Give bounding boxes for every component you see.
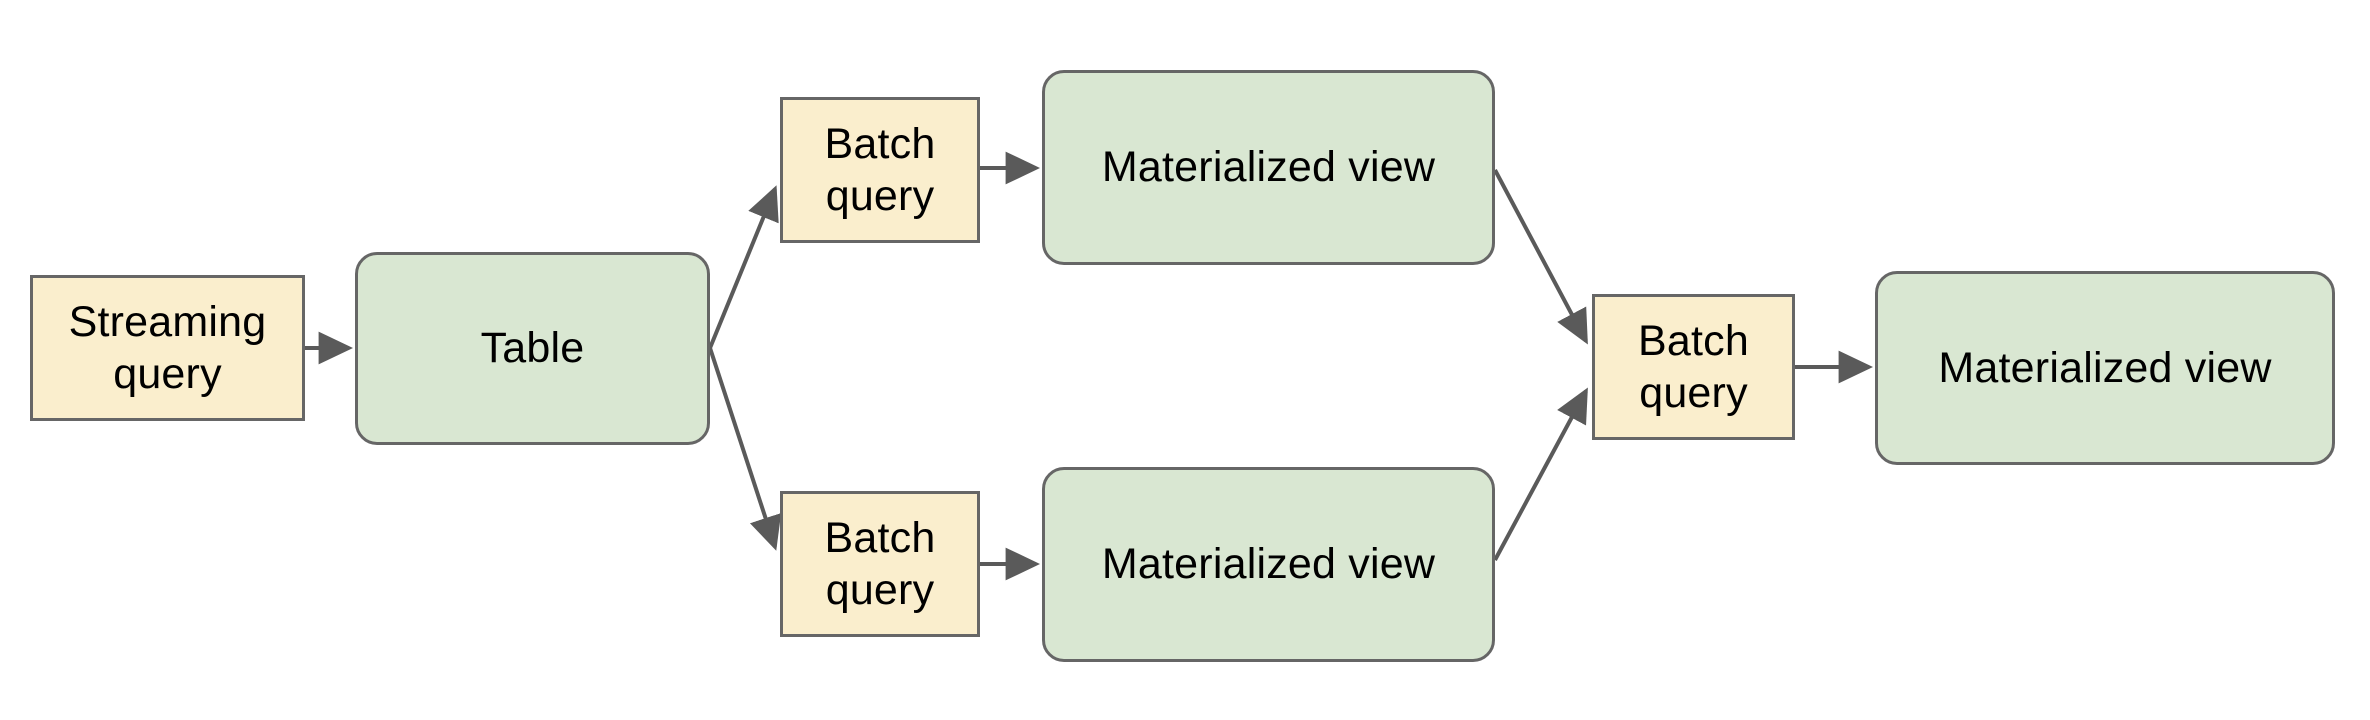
node-batch-query-bottom[interactable]: Batch query <box>780 491 980 637</box>
node-batch-query-bottom-label: Batch query <box>824 513 936 614</box>
node-materialized-view-final-label: Materialized view <box>1938 343 2272 392</box>
edge-mv-bottom-to-batch-join <box>1493 387 1588 561</box>
edge-mv-top-to-batch-join <box>1493 169 1588 345</box>
edge-table-to-batch-bottom <box>708 347 782 551</box>
node-batch-query-join[interactable]: Batch query <box>1592 294 1795 440</box>
edge-table-to-batch-top <box>708 185 779 349</box>
node-materialized-view-top-label: Materialized view <box>1101 143 1436 192</box>
node-materialized-view-top[interactable]: Materialized view <box>1042 70 1495 265</box>
node-batch-query-top-label: Batch query <box>824 119 936 220</box>
node-table[interactable]: Table <box>355 252 710 445</box>
node-batch-query-top[interactable]: Batch query <box>780 97 980 243</box>
node-materialized-view-bottom[interactable]: Materialized view <box>1042 467 1495 662</box>
node-streaming-query-label: Streaming query <box>68 297 267 398</box>
node-materialized-view-final[interactable]: Materialized view <box>1875 271 2335 465</box>
node-streaming-query[interactable]: Streaming query <box>30 275 305 421</box>
node-table-label: Table <box>480 324 585 373</box>
node-materialized-view-bottom-label: Materialized view <box>1101 540 1436 589</box>
node-batch-query-join-label: Batch query <box>1638 316 1749 417</box>
